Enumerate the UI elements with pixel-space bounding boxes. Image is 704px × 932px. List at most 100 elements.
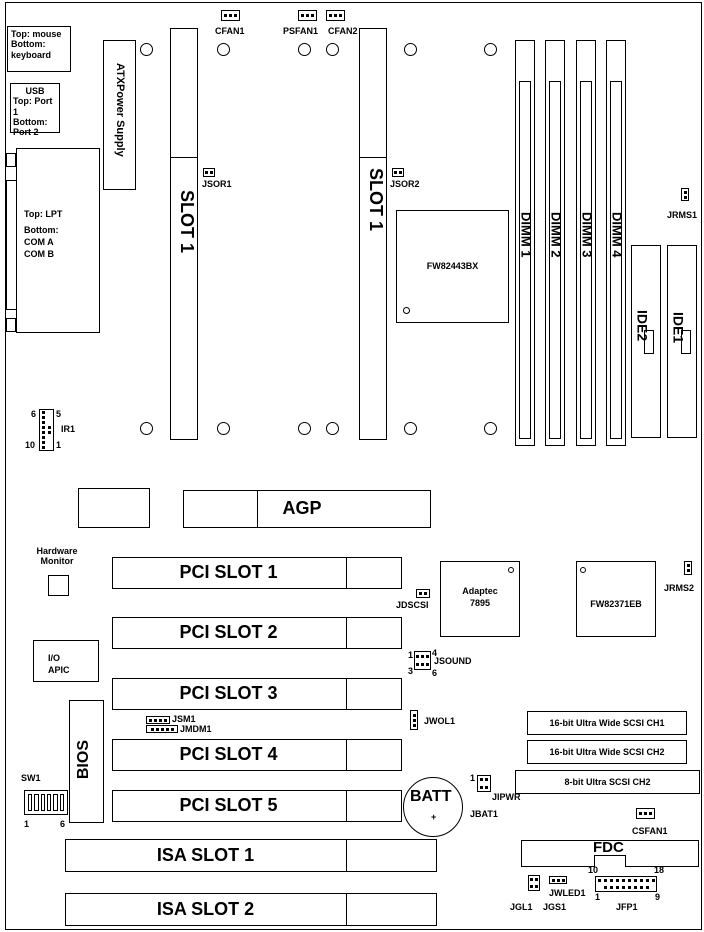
jgs1-header (549, 876, 567, 884)
lpt-line-4: COM B (24, 249, 54, 260)
slot1-right-label: SLOT 1 (366, 168, 386, 232)
lpt-com-port (16, 148, 100, 333)
jipwr-pin1: 1 (470, 773, 476, 783)
dimm3-slot (576, 40, 596, 446)
board-outline (5, 2, 702, 930)
hw-monitor-label: Hardware Monitor (28, 546, 86, 567)
scsi-ch2-label: 16-bit Ultra Wide SCSI CH2 (549, 747, 665, 757)
ide1-label: IDE1 (670, 312, 687, 344)
atx-power-label: ATX Power Supply (104, 60, 136, 160)
jsound-pin6: 6 (432, 668, 438, 678)
pci-slot-2-label: PCI SLOT 2 (179, 622, 278, 643)
jipwr-label: JIPWR (492, 792, 521, 802)
dimm4-label: DIMM 4 (609, 212, 625, 258)
ide2-label: IDE2 (634, 310, 651, 342)
jsor1-label: JSOR1 (202, 179, 232, 189)
fdc-key (594, 855, 626, 867)
adaptec-label: Adaptec 7895 (440, 586, 520, 609)
jwled1-label: JWLED1 (549, 888, 586, 898)
mounting-hole (140, 43, 153, 56)
scsi-8bit-label: 8-bit Ultra SCSI CH2 (564, 777, 651, 787)
cfan1-label: CFAN1 (215, 26, 245, 36)
dimm2-label: DIMM 2 (548, 212, 564, 258)
cfan2-header (326, 10, 345, 21)
adaptec-line-1: Adaptec (462, 586, 498, 596)
csfan1-header (636, 808, 655, 819)
mounting-hole (298, 422, 311, 435)
jdscsi-label: JDSCSI (396, 600, 429, 610)
usb-line-3: Bottom: (13, 117, 48, 128)
ir1-pin5: 5 (56, 409, 62, 419)
jdscsi-header (416, 589, 430, 598)
slot1-left (170, 28, 198, 440)
usb-line-4: Port 2 (13, 127, 39, 138)
isa-slot-2-divider (346, 893, 347, 926)
usb-title: USB (25, 86, 45, 96)
jsor1-header (203, 168, 215, 177)
jrms2-header (684, 561, 692, 575)
sw1-label: SW1 (21, 773, 41, 783)
jfp1-pin9: 9 (655, 892, 661, 902)
jfp1-header (595, 876, 657, 892)
battery (403, 777, 463, 837)
jipwr-header (477, 775, 491, 792)
pci-slot-5 (112, 790, 402, 822)
agp-label: AGP (282, 498, 322, 519)
mounting-hole (484, 422, 497, 435)
jbat1-label: JBAT1 (470, 809, 498, 819)
hardware-monitor-chip (48, 575, 69, 596)
ide1-connector (667, 245, 697, 438)
agp-slot (183, 490, 431, 528)
dimm1-label: DIMM 1 (518, 212, 534, 258)
chip-pin1-marker (403, 307, 410, 314)
jmdm1-header (146, 725, 178, 733)
io-apic-label: I/O APIC (48, 653, 70, 676)
lpt-tab-mid (6, 180, 16, 310)
sw1-dip-switch (24, 790, 68, 815)
agp-divider (257, 490, 258, 528)
jgl1-header (528, 875, 540, 891)
jmdm1-label: JMDM1 (180, 724, 212, 734)
jfp1-pin18: 18 (654, 865, 665, 875)
scsi-ch1-label: 16-bit Ultra Wide SCSI CH1 (549, 718, 665, 728)
southbridge-label: FW82371EB (590, 599, 642, 609)
mounting-hole (326, 422, 339, 435)
adaptec-line-2: 7895 (469, 597, 491, 608)
isa-slot-1-label: ISA SLOT 1 (156, 844, 255, 865)
jfp1-pin1: 1 (595, 892, 601, 902)
dimm4-slot (606, 40, 626, 446)
ide2-connector (631, 245, 661, 438)
jwol1-header (410, 710, 418, 730)
pci-slot-1 (112, 557, 402, 589)
atx-label-1: ATX (114, 63, 127, 85)
cfan2-label: CFAN2 (328, 26, 358, 36)
jsm1-label: JSM1 (172, 714, 196, 724)
battery-plus: + (431, 812, 437, 822)
pci-slot-2 (112, 617, 402, 649)
psfan1-header (298, 10, 317, 21)
ir1-header (39, 409, 54, 451)
southbridge-chip (576, 561, 656, 637)
ide2-key (644, 330, 654, 354)
jsound-pin4: 4 (432, 648, 438, 658)
scsi-ch1-connector: 16-bit Ultra Wide SCSI CH1 (527, 711, 687, 735)
usb-port: USB Top: Port 1 Bottom: Port 2 (10, 83, 60, 137)
battery-label: BATT (410, 788, 452, 805)
bios-chip (69, 700, 104, 823)
ir1-label: IR1 (61, 424, 76, 434)
adaptec-scsi-chip (440, 561, 520, 637)
chip-pin1-marker (580, 567, 586, 573)
usb-line-2: Top: Port 1 (13, 96, 53, 117)
ir1-pin10: 10 (25, 440, 36, 450)
jfp1-label: JFP1 (616, 902, 638, 912)
lpt-tab-top (6, 153, 16, 167)
mounting-hole (298, 43, 311, 56)
isa-slot-1 (65, 839, 437, 872)
psfan1-label: PSFAN1 (283, 26, 319, 36)
io-apic-line-2: APIC (48, 664, 70, 675)
mounting-hole (484, 43, 497, 56)
io-apic-line-1: I/O (48, 653, 61, 663)
mounting-hole (217, 422, 230, 435)
mouse-keyboard-line-3: keyboard (11, 49, 52, 60)
pci-slot-3-label: PCI SLOT 3 (179, 683, 278, 704)
